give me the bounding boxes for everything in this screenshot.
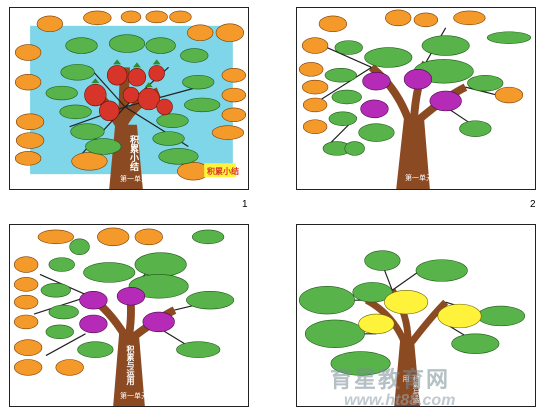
mind-map-tree-2 [298,9,532,189]
slide-thumbnail-2[interactable]: 第一单元 [296,7,536,190]
mind-map-tree-3 [13,227,235,406]
slide-thumbnail-1[interactable]: 积累小结 第一单元 积累小结 [9,7,249,190]
trunk-caption: 第一单元 [405,174,433,182]
trunk-caption: 积累与运用 [402,375,420,403]
slide-thumbnail-3[interactable]: 积累与运用 第一单元 [9,224,249,407]
slide-title: 积累与运用 [126,345,135,385]
site-watermark: 育星教育网 www.ht88.com [330,362,549,418]
summary-badge: 积累小结 [207,167,239,176]
watermark-site-name: 育星教育网 [330,368,451,393]
watermark-url: www.ht88.com [344,392,456,409]
slide-title: 积累小结 [128,135,138,171]
trunk-caption: 第一单元 [120,175,148,183]
slide-thumbnail-4[interactable]: 积累与运用 [296,224,536,407]
slide-number-2: 2 [530,199,536,210]
mind-map-tree-4 [298,250,526,406]
trunk-caption: 第一单元 [120,392,148,400]
mind-map-tree-1 [14,10,247,189]
slide-number-1: 1 [242,199,248,210]
